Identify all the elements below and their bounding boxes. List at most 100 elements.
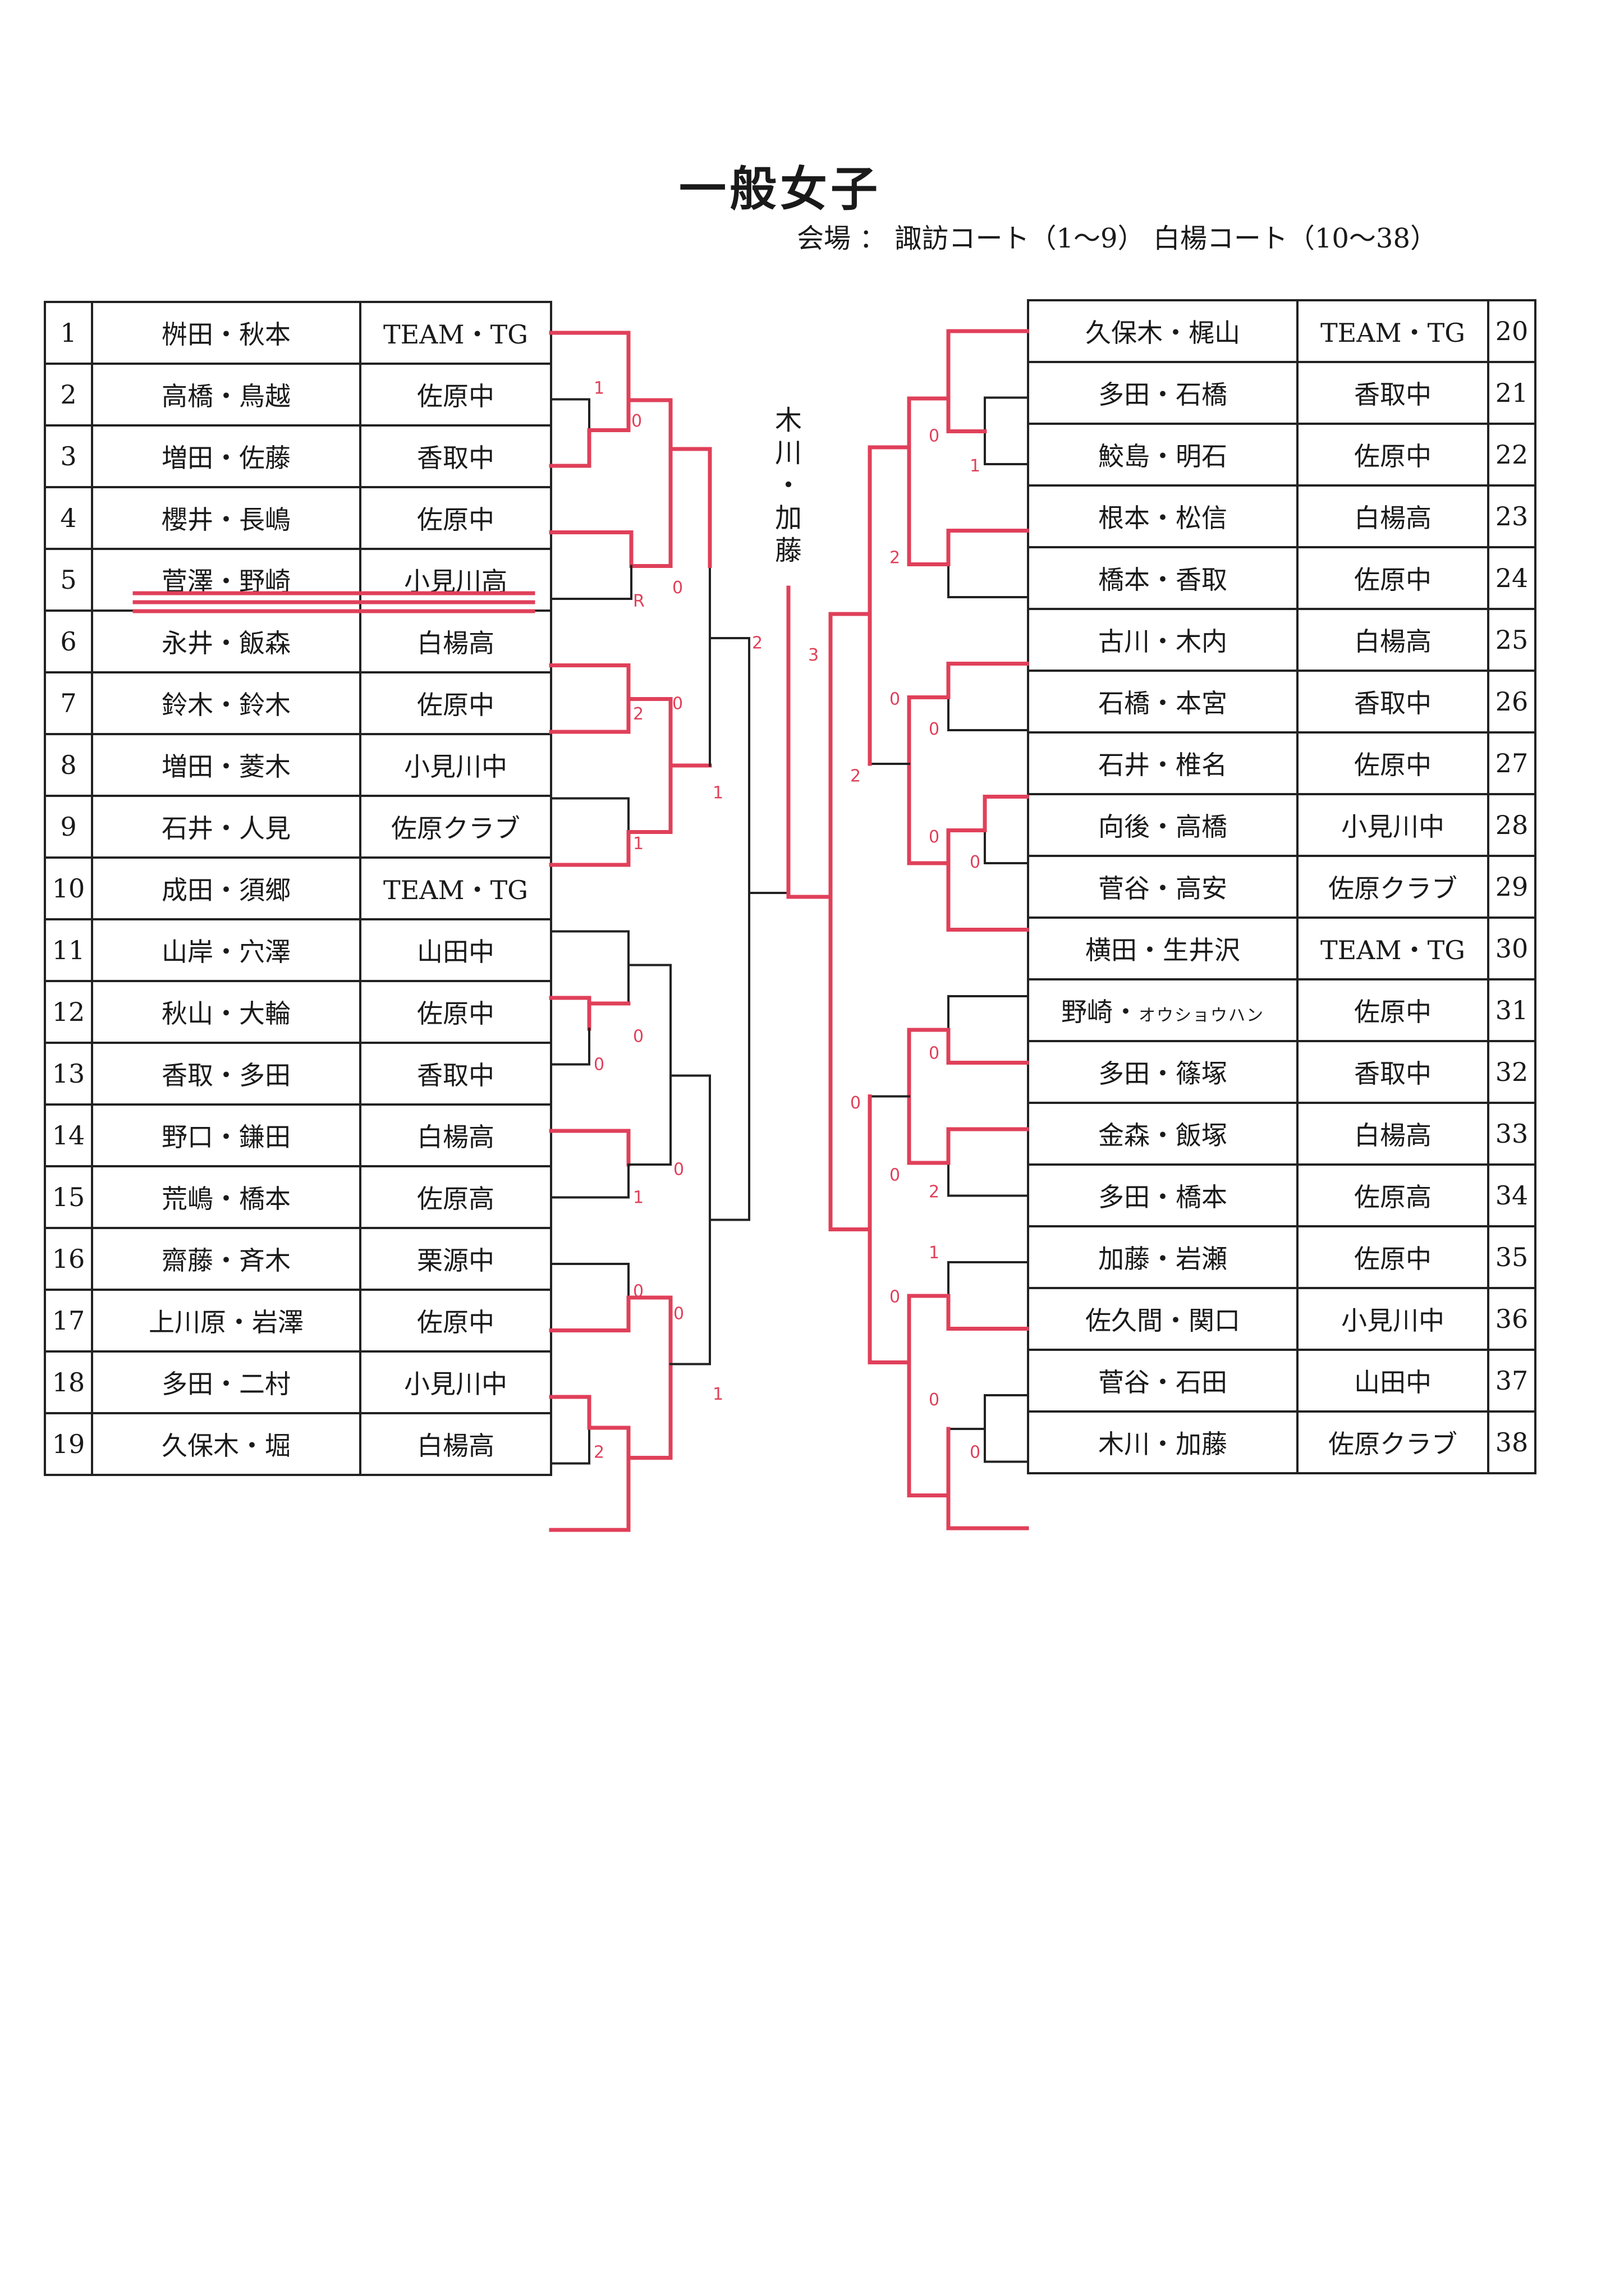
entry-team: 佐原中 <box>1296 978 1489 1042</box>
entry-pair: 久保木・堀 <box>91 1412 361 1476</box>
match-score: 0 <box>673 1304 684 1324</box>
match-score: 0 <box>672 694 683 714</box>
entry-team: 佐原高 <box>359 1165 552 1229</box>
match-score: 0 <box>672 578 683 598</box>
entry-pair: 増田・菱木 <box>91 733 361 797</box>
match-score: 0 <box>631 411 642 431</box>
entry-number: 31 <box>1487 978 1536 1042</box>
champion-char: 木 <box>774 405 802 436</box>
entry-pair: 荒嶋・橋本 <box>91 1165 361 1229</box>
match-score: 0 <box>970 1443 980 1463</box>
match-score: 1 <box>970 456 980 476</box>
entry-pair: 香取・多田 <box>91 1042 361 1106</box>
entry-pair: 菅谷・石田 <box>1027 1349 1299 1413</box>
entry-number: 4 <box>44 486 93 550</box>
match-score: 0 <box>929 1390 939 1410</box>
entry-team: 白楊高 <box>359 609 552 673</box>
entry-number: 17 <box>44 1289 93 1353</box>
entry-pair: 桝田・秋本 <box>91 301 361 365</box>
entry-team: 香取中 <box>359 1042 552 1106</box>
entry-pair: 石井・人見 <box>91 795 361 859</box>
entry-team: TEAM・TG <box>359 301 552 365</box>
entry-team: 白楊高 <box>1296 484 1489 548</box>
entry-pair: 石橋・本宮 <box>1027 670 1299 734</box>
entry-pair: 秋山・大輪 <box>91 980 361 1044</box>
entry-pair: 櫻井・長嶋 <box>91 486 361 550</box>
entry-pair: 成田・須郷 <box>91 856 361 920</box>
entry-team: 白楊高 <box>1296 608 1489 672</box>
entry-team: 佐原中 <box>1296 546 1489 610</box>
match-score: 0 <box>889 1166 900 1185</box>
entry-number: 23 <box>1487 484 1536 548</box>
entry-number: 10 <box>44 856 93 920</box>
entry-team: 山田中 <box>1296 1349 1489 1413</box>
entry-number: 24 <box>1487 546 1536 610</box>
match-score: 1 <box>713 1385 723 1404</box>
match-score: 1 <box>633 1188 644 1208</box>
match-score: 0 <box>889 1287 900 1307</box>
entry-number: 19 <box>44 1412 93 1476</box>
entry-team: 白楊高 <box>1296 1102 1489 1166</box>
entry-number: 16 <box>44 1227 93 1291</box>
match-score: 0 <box>929 827 939 847</box>
entry-number: 30 <box>1487 916 1536 980</box>
entry-team: 佐原中 <box>1296 1225 1489 1289</box>
entry-team: 香取中 <box>359 424 552 488</box>
entry-pair: 金森・飯塚 <box>1027 1102 1299 1166</box>
entry-pair: 菅谷・高安 <box>1027 855 1299 919</box>
entry-number: 3 <box>44 424 93 488</box>
entry-pair-suffix: オウショウハン <box>1139 1006 1264 1025</box>
entry-number: 21 <box>1487 361 1536 425</box>
entry-team: TEAM・TG <box>1296 299 1489 363</box>
entry-team: 佐原クラブ <box>1296 1410 1489 1474</box>
match-score: 0 <box>633 1282 644 1301</box>
entry-team: 佐原中 <box>359 671 552 735</box>
match-score: 2 <box>850 767 861 786</box>
entry-number: 5 <box>44 548 93 612</box>
entry-pair: 山岸・穴澤 <box>91 918 361 982</box>
champion-char: 加 <box>774 502 802 534</box>
entry-pair: 久保木・梶山 <box>1027 299 1299 363</box>
entry-team: 香取中 <box>1296 670 1489 734</box>
entry-team: TEAM・TG <box>359 856 552 920</box>
match-score: 0 <box>929 1044 939 1064</box>
match-score: 0 <box>970 853 980 872</box>
entry-team: 小見川中 <box>359 1350 552 1414</box>
match-score: 2 <box>633 704 644 724</box>
entry-number: 29 <box>1487 855 1536 919</box>
entry-pair: 鮫島・明石 <box>1027 423 1299 487</box>
match-score: 2 <box>752 634 763 653</box>
match-score: 1 <box>633 834 644 854</box>
entry-number: 2 <box>44 363 93 427</box>
entry-number: 15 <box>44 1165 93 1229</box>
entry-number: 7 <box>44 671 93 735</box>
entry-number: 26 <box>1487 670 1536 734</box>
entry-pair: 多田・橋本 <box>1027 1163 1299 1227</box>
entry-pair: 多田・二村 <box>91 1350 361 1414</box>
entry-number: 14 <box>44 1103 93 1167</box>
entry-number: 9 <box>44 795 93 859</box>
match-score: 0 <box>673 1160 684 1180</box>
entry-pair: 野口・鎌田 <box>91 1103 361 1167</box>
entry-team: 佐原中 <box>359 980 552 1044</box>
entry-number: 22 <box>1487 423 1536 487</box>
